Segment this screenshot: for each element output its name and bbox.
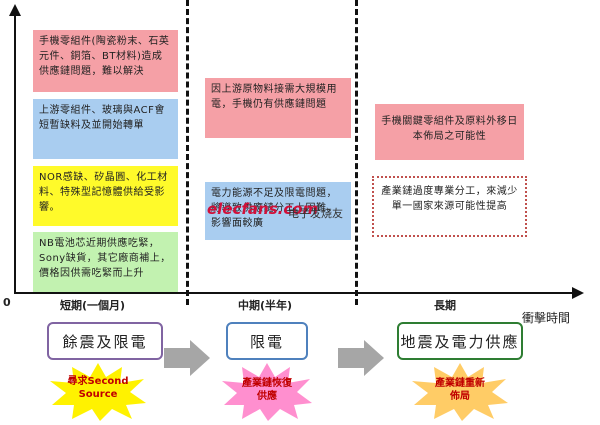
star-text-1: 尋求Second Source — [67, 376, 129, 400]
x-axis-arrow — [572, 287, 584, 299]
stage-earthquake-power: 地震及電力供應 — [397, 322, 523, 360]
short-term-box-3: NOR感缺、矽晶圓、化工材料、特殊型記憶體供給受影響。 — [33, 166, 178, 226]
arrow-right-icon — [164, 340, 210, 376]
divider-mid-long — [355, 0, 358, 305]
starburst-yellow-icon — [50, 363, 146, 421]
short-term-box-1: 手機零組件(陶瓷粉末、石英元件、銅箔、BT材料)造成供應鏈問題，難以解決 — [33, 30, 178, 92]
star-text-3: 產業鏈重新佈局 — [435, 378, 485, 402]
watermark-logo: elecfans.com — [207, 200, 319, 218]
stage-earthquake-power-label: 地震及電力供應 — [400, 332, 520, 351]
y-axis — [14, 14, 16, 293]
stage-aftershock: 餘震及限電 — [47, 322, 163, 360]
divider-short-mid — [186, 0, 189, 305]
stage-power-limit: 限電 — [226, 322, 308, 360]
x-axis-title: 衝擊時間 — [522, 311, 571, 325]
star-text-2: 產業鏈恢復供應 — [242, 378, 292, 402]
x-axis — [14, 292, 574, 294]
phase-long: 長期 — [434, 299, 456, 312]
short-term-box-4: NB電池芯近期供應吃緊，Sony缺貨，其它廠商補上，價格因供需吃緊而上升 — [33, 232, 178, 292]
mid-term-box-1: 因上游原物料接需大規模用電，手機仍有供應鏈問題 — [205, 78, 351, 138]
phase-mid: 中期(半年) — [238, 299, 293, 312]
stage-power-limit-label: 限電 — [249, 332, 284, 351]
stage-aftershock-label: 餘震及限電 — [62, 332, 148, 351]
long-term-box-2: 產業鏈過度專業分工，來減少單一國家來源可能性提高 — [372, 176, 527, 237]
short-term-box-2: 上游零組件、玻璃與ACF會短暫缺料及並開始轉單 — [33, 99, 178, 159]
y-axis-arrow — [9, 4, 21, 16]
origin-label: 0 — [3, 296, 11, 309]
watermark-sub: 电子发烧友 — [288, 207, 343, 220]
starburst-pink-icon — [222, 363, 312, 421]
mid-term-box-2: 電力能源不足及限電問題，將導致供應鏈分工上困難，影響面較廣 — [205, 182, 351, 240]
starburst-orange-icon — [412, 363, 508, 421]
arrow-right-icon-2 — [338, 340, 384, 376]
long-term-box-1: 手機關鍵零組件及原料外移日本佈局之可能性 — [375, 104, 524, 160]
phase-short: 短期(一個月) — [60, 299, 126, 312]
